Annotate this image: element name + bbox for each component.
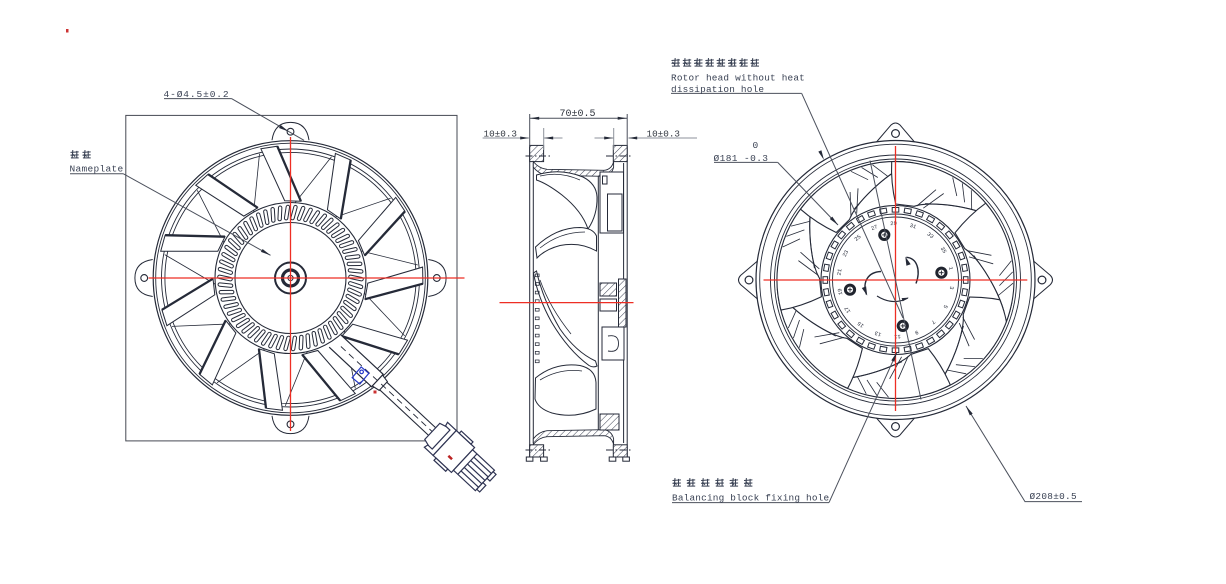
svg-text:3: 3 xyxy=(948,286,955,290)
svg-text:13: 13 xyxy=(874,329,882,338)
svg-text:23: 23 xyxy=(841,249,850,258)
svg-text:dissipation hole: dissipation hole xyxy=(671,84,764,95)
svg-text:70±0.5: 70±0.5 xyxy=(560,109,596,120)
svg-text:9: 9 xyxy=(914,329,920,337)
svg-text:21: 21 xyxy=(836,268,844,276)
svg-text:11: 11 xyxy=(893,333,901,340)
svg-text:15: 15 xyxy=(856,320,866,330)
svg-text:4-Ø4.5±0.2: 4-Ø4.5±0.2 xyxy=(164,89,230,100)
svg-text:10±0.3: 10±0.3 xyxy=(484,128,517,139)
svg-text:31: 31 xyxy=(909,222,918,231)
svg-text:7: 7 xyxy=(930,318,937,325)
svg-text:Ø181 -0.3: Ø181 -0.3 xyxy=(714,153,769,164)
svg-text:25: 25 xyxy=(853,233,863,243)
svg-text:Ø208±0.5: Ø208±0.5 xyxy=(1030,491,1077,502)
svg-text:19: 19 xyxy=(836,288,844,296)
svg-text:Nameplate: Nameplate xyxy=(70,164,124,175)
svg-text:1: 1 xyxy=(947,266,955,271)
svg-text:29: 29 xyxy=(890,220,897,227)
svg-text:35: 35 xyxy=(939,245,948,254)
svg-text:27: 27 xyxy=(870,223,879,232)
svg-text:Balancing block fixing hole: Balancing block fixing hole xyxy=(672,493,829,504)
svg-text:17: 17 xyxy=(843,305,852,314)
svg-text:5: 5 xyxy=(942,303,950,309)
svg-text:Rotor head without heat: Rotor head without heat xyxy=(671,73,805,84)
svg-text:10±0.3: 10±0.3 xyxy=(647,128,680,139)
svg-text:0: 0 xyxy=(753,140,759,151)
svg-text:33: 33 xyxy=(926,231,936,241)
